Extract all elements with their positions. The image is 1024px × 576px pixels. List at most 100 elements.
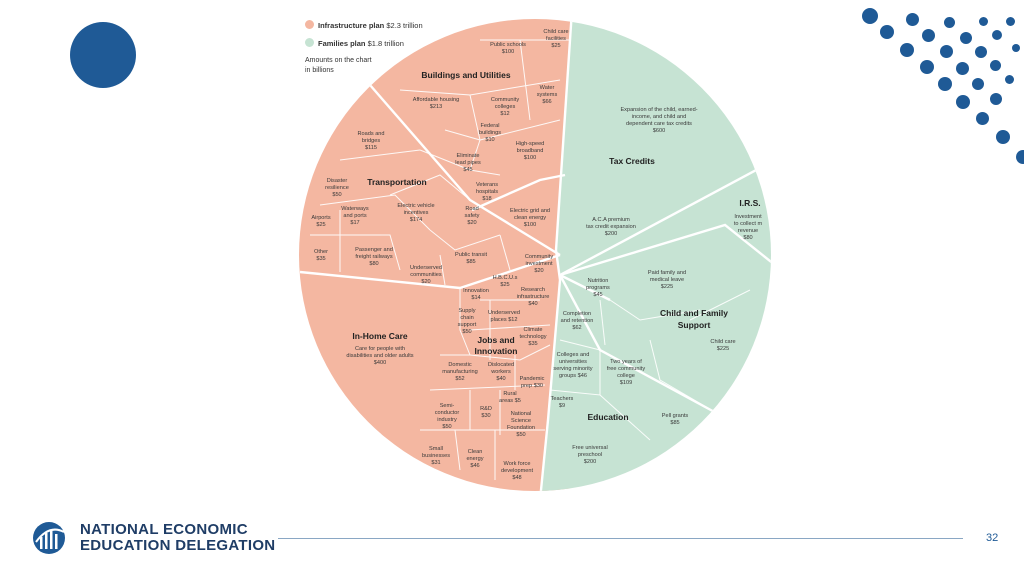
cell-label-line: Teachers <box>551 396 574 402</box>
decorative-dot <box>956 62 969 75</box>
section-label-tax-credits: Tax Credits <box>609 156 655 166</box>
cell-label-line: $14 <box>471 295 480 301</box>
cell-label-line: Community <box>491 97 519 103</box>
page-number: 32 <box>986 532 999 544</box>
cell-label-line: $80 <box>743 235 752 241</box>
decorative-dot <box>944 17 955 28</box>
cell-label-line: $225 <box>717 346 729 352</box>
cell-label-line: infrastructure <box>517 294 550 300</box>
cell-label-line: Pell grants <box>662 413 689 419</box>
cell-label-line: R&D <box>480 406 492 412</box>
cell-label-line: $12 <box>500 111 509 117</box>
cell-label-line: energy <box>466 456 483 462</box>
cell-label-line: $10 <box>485 137 494 143</box>
decorative-dot <box>992 30 1002 40</box>
decorative-dot <box>880 25 894 39</box>
cell-label-line: $109 <box>620 380 632 386</box>
legend-note-line: Amounts on the chart <box>305 56 372 64</box>
cell-label-line: Electric grid and <box>510 208 550 214</box>
cell-label-line: $40 <box>496 376 505 382</box>
cell-label-other: Other$35 <box>314 249 328 262</box>
cell-label-line: prep $30 <box>521 383 543 389</box>
cell-label-affordable-housing: Affordable housing$213 <box>413 97 460 110</box>
cell-label-line: Electric vehicle <box>397 203 434 209</box>
footer-divider <box>278 538 963 539</box>
section-label-child-line2: Support <box>678 320 711 330</box>
cell-label-line: to collect m <box>734 221 763 227</box>
cell-label-line: Rural <box>503 391 516 397</box>
cell-label-line: $45 <box>463 167 472 173</box>
cell-label-line: Free universal <box>572 445 607 451</box>
decorative-dot <box>972 78 984 90</box>
cell-label-line: income, and child and <box>632 114 686 120</box>
cell-label-line: A.C.A premium <box>592 217 630 223</box>
cell-label-line: chain <box>460 315 473 321</box>
cell-label-line: Passenger and <box>355 247 393 253</box>
cell-label-line: Two years of <box>610 359 642 365</box>
cell-label-line: programs <box>586 285 610 291</box>
cell-label-line: $400 <box>374 360 386 366</box>
cell-label-line: $174 <box>410 217 422 223</box>
cell-label-line: Investment <box>734 214 762 220</box>
decorative-dot <box>956 95 970 109</box>
cell-label-teachers: Teachers$9 <box>551 396 574 409</box>
cell-label-line: broadband <box>517 148 544 154</box>
cell-label-line: $115 <box>365 145 377 151</box>
cell-label-line: $80 <box>369 261 378 267</box>
cell-label-line: Other <box>314 249 328 255</box>
section-label-education: Education <box>587 412 628 422</box>
cell-label-line: college <box>617 373 635 379</box>
cell-label-line: universities <box>559 359 587 365</box>
cell-label-line: Science <box>511 418 531 424</box>
legend-swatch-families <box>305 37 314 47</box>
section-label-child-line1: Child and Family <box>660 308 728 318</box>
org-name-line2: EDUCATION DELEGATION <box>80 537 276 554</box>
org-name-line1: NATIONAL ECONOMIC <box>80 521 248 538</box>
cell-label-line: manufacturing <box>442 369 477 375</box>
decorative-dot <box>1006 17 1015 26</box>
cell-label-public-transit: Public transit$85 <box>455 252 487 265</box>
decorative-dot <box>1005 75 1014 84</box>
legend-note: Amounts on the chart in billions <box>305 56 395 76</box>
cell-label-line: $9 <box>559 403 565 409</box>
cell-label-line: incentives <box>404 210 429 216</box>
cell-label-line: resilience <box>325 185 349 191</box>
section-label-transportation: Transportation <box>367 177 427 187</box>
cell-label-line: $48 <box>512 475 521 481</box>
decorative-dot <box>990 60 1001 71</box>
cell-label-line: $600 <box>653 128 665 134</box>
decorative-dot <box>906 13 919 26</box>
cell-label-line: medical leave <box>650 277 684 283</box>
cell-label-line: industry <box>437 417 457 423</box>
organization-name: NATIONAL ECONOMIC EDUCATION DELEGATION <box>80 522 275 554</box>
cell-label-line: Small <box>429 446 443 452</box>
cell-label-line: National <box>511 411 532 417</box>
cell-label-line: $50 <box>442 424 451 430</box>
cell-label-line: Paid family and <box>648 270 686 276</box>
cell-label-line: $25 <box>500 282 509 288</box>
cell-label-line: and retention <box>561 318 594 324</box>
cell-label-line: Affordable housing <box>413 97 460 103</box>
cell-label-line: Pandemic <box>520 376 545 382</box>
cell-label-line: facilities <box>546 36 566 42</box>
cell-label-line: $200 <box>605 231 617 237</box>
cell-label-line: revenue <box>738 228 758 234</box>
cell-label-line: groups $46 <box>559 373 587 379</box>
